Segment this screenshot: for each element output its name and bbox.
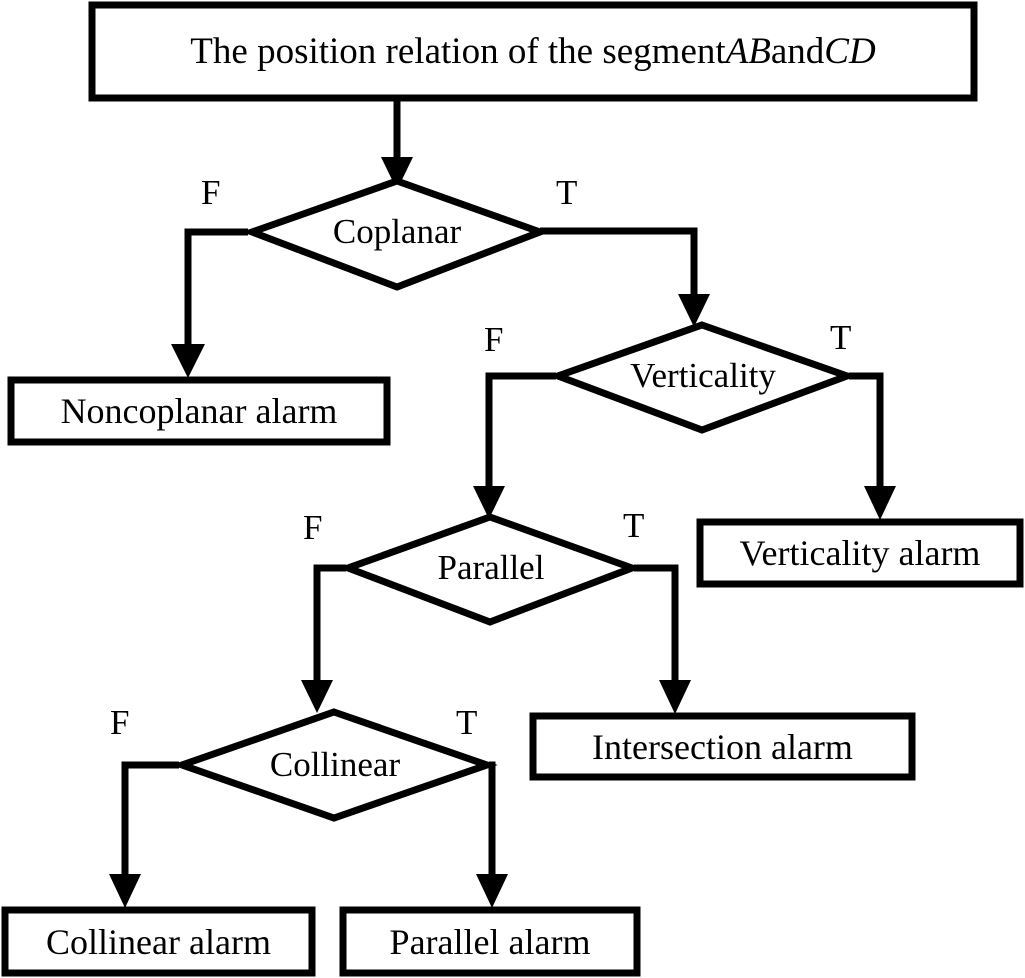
- arrowhead-verticality-true: [864, 486, 896, 520]
- node-collinear-diamond[interactable]: [171, 708, 498, 822]
- node-verticality-diamond[interactable]: [547, 321, 858, 434]
- arrowhead-verticality-false: [473, 486, 505, 519]
- node-parallel-diamond[interactable]: [337, 513, 643, 626]
- edge-coplanar-false: [184, 228, 248, 350]
- arrowhead-parallel-true: [659, 680, 691, 714]
- node-title-box[interactable]: [88, 1, 978, 102]
- arrowhead-coplanar-true: [678, 294, 710, 327]
- edge-parallel-false: [313, 564, 346, 686]
- node-verticality-alarm-box[interactable]: [696, 518, 1024, 588]
- node-intersection-alarm-box[interactable]: [529, 712, 916, 781]
- arrowhead-collinear-false: [109, 874, 141, 908]
- edge-verticality-false: [485, 372, 556, 492]
- edge-verticality-true: [849, 372, 884, 492]
- arrowhead-title-to-coplanar: [381, 157, 413, 190]
- node-coplanar-diamond[interactable]: [241, 177, 551, 291]
- arrowhead-parallel-false: [301, 680, 333, 713]
- edge-collinear-false: [121, 761, 179, 880]
- node-collinear-alarm-box[interactable]: [1, 906, 316, 977]
- arrowhead-coplanar-false: [171, 344, 205, 378]
- edge-coplanar-true: [540, 227, 698, 300]
- arrowhead-collinear-true: [476, 874, 508, 908]
- node-noncoplanar-alarm-box[interactable]: [7, 376, 391, 446]
- node-parallel-alarm-box[interactable]: [339, 906, 641, 977]
- edge-collinear-true: [488, 761, 496, 880]
- edge-parallel-true: [634, 564, 679, 686]
